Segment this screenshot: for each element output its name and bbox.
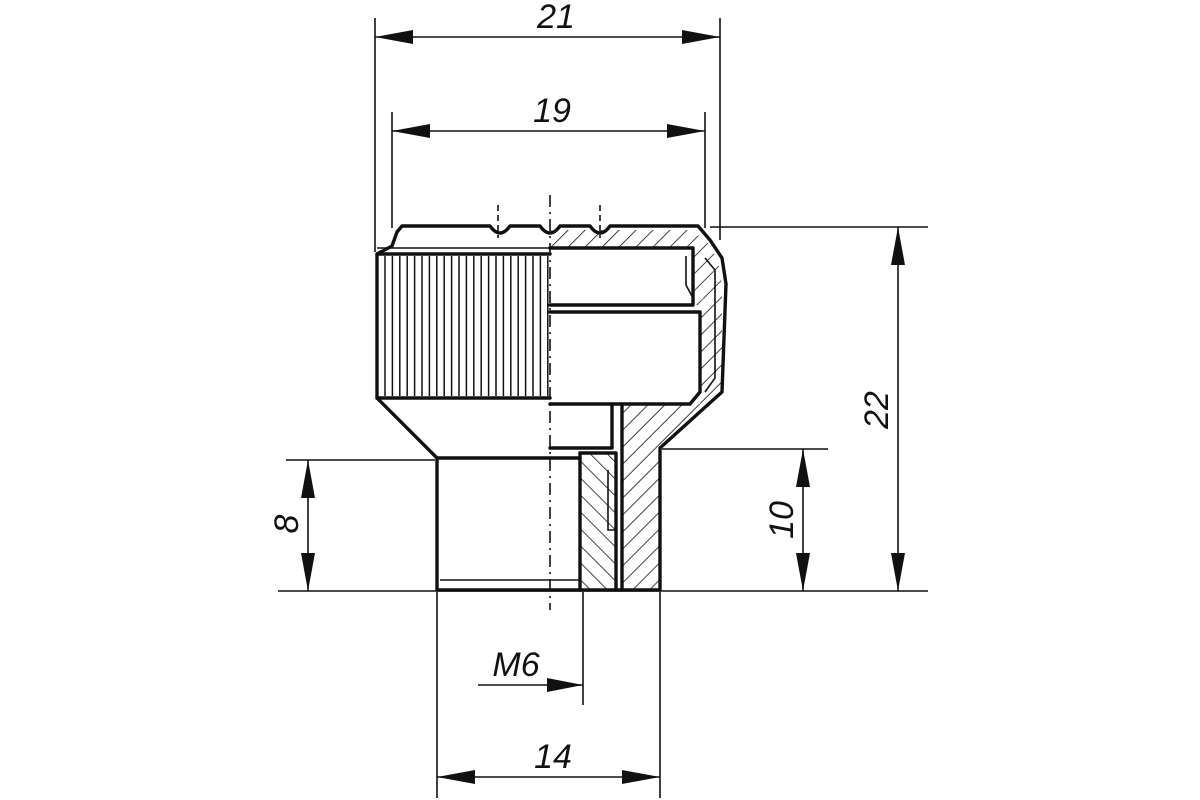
section-hatching xyxy=(550,230,722,590)
center-lines xyxy=(497,195,601,610)
dimension-lines xyxy=(278,18,928,798)
knurl-lines xyxy=(384,256,549,396)
dim-label-knurl-diameter: 19 xyxy=(533,92,571,130)
dim-label-shank-height-left: 8 xyxy=(268,514,306,533)
dim-label-total-height: 22 xyxy=(858,391,896,430)
dim-label-shank-diameter: 14 xyxy=(534,738,572,776)
part-outline xyxy=(375,224,728,592)
dimension-labels: 21 19 22 10 8 14 M6 xyxy=(268,0,896,776)
dim-label-thread: M6 xyxy=(492,646,539,684)
dim-label-overall-diameter: 21 xyxy=(536,0,575,36)
dim-label-shank-height-right: 10 xyxy=(763,501,801,539)
